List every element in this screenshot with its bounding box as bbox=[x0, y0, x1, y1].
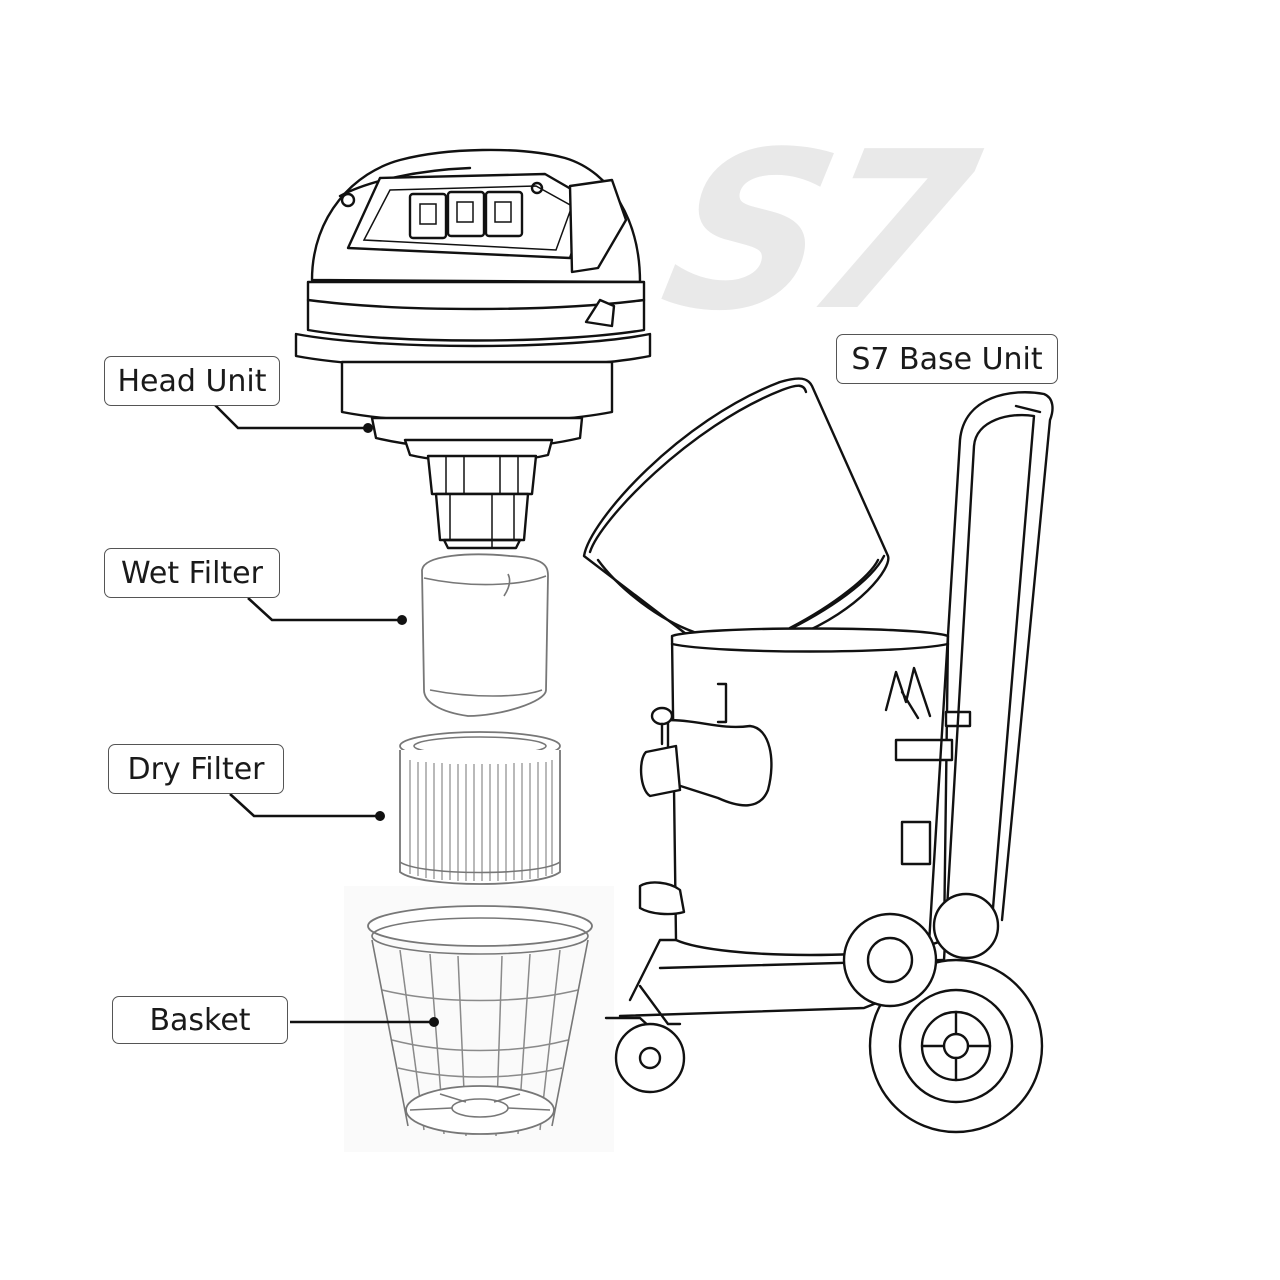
wet-filter-label: Wet Filter bbox=[104, 548, 280, 598]
dry-filter-leader-dot bbox=[375, 811, 385, 821]
base-unit-label: S7 Base Unit bbox=[836, 334, 1058, 384]
basket-drawing bbox=[344, 886, 614, 1152]
wet-filter-leader-dot bbox=[397, 615, 407, 625]
dry-filter-label: Dry Filter bbox=[108, 744, 284, 794]
basket-label: Basket bbox=[112, 996, 288, 1044]
head-unit-leader bbox=[213, 403, 366, 430]
base-unit-drawing bbox=[582, 377, 1054, 1134]
head-unit-drawing bbox=[294, 148, 652, 550]
dry-filter-leader bbox=[229, 793, 378, 818]
head-unit-label: Head Unit bbox=[104, 356, 280, 406]
basket-leader-dot bbox=[429, 1017, 439, 1027]
wet-filter-drawing bbox=[421, 553, 549, 717]
dry-filter-drawing bbox=[399, 731, 561, 885]
wet-filter-leader bbox=[247, 597, 400, 622]
head-unit-leader-dot bbox=[363, 423, 373, 433]
